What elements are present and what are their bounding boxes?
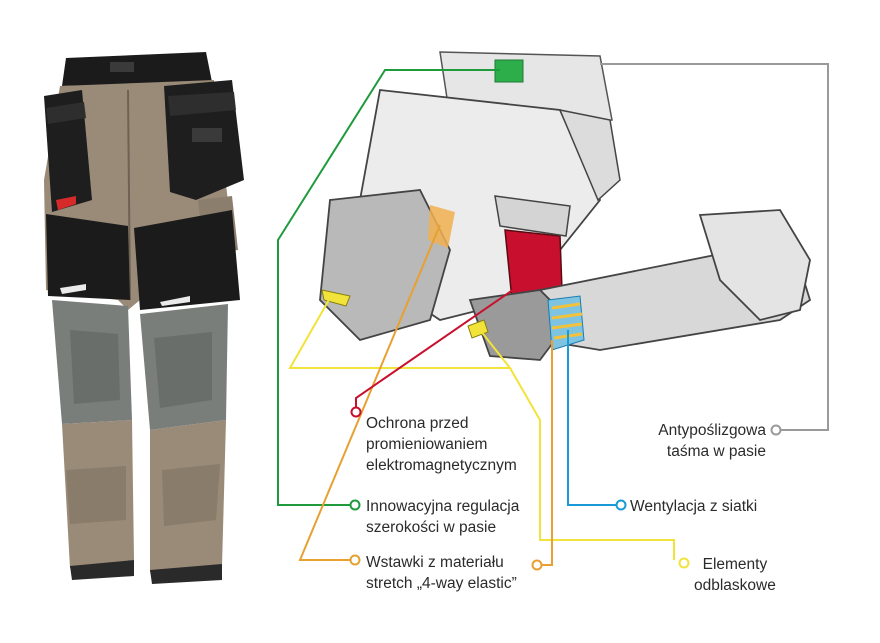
endpoint-emf [350, 406, 362, 418]
leader-line-stretch-1 [298, 224, 441, 561]
label-ventilation-line-1: Wentylacja z siatki [630, 498, 758, 515]
label-mesh-ventilation: Wentylacja z siatki [630, 496, 757, 517]
leader-line-stretch-2 [540, 340, 553, 566]
endpoint-reflective [678, 557, 690, 569]
label-reflective-line-1: Elementy [702, 556, 768, 573]
endpoint-antislip [770, 424, 782, 436]
label-stretch-inserts: Wstawki z materiału stretch „4-way elast… [366, 552, 517, 594]
trousers-product-image [44, 52, 244, 584]
label-waist-adjustment: Innowacyjna regulacja szerokości w pasie [366, 496, 519, 538]
label-stretch-line-1: Wstawki z materiału [366, 554, 504, 571]
label-waist-line-2: szerokości w pasie [366, 519, 497, 536]
label-emf-line-1: Ochrona przed [366, 415, 469, 432]
label-antislip-line-2: taśma w pasie [666, 443, 766, 460]
label-emf-protection: Ochrona przed promieniowaniem elektromag… [366, 413, 517, 476]
label-emf-line-2: promieniowaniem [366, 436, 488, 453]
label-antislip-line-1: Antypoślizgowa [658, 422, 766, 439]
leader-line-antislip [600, 63, 829, 431]
label-antislip-tape: Antypoślizgowa taśma w pasie [658, 420, 766, 462]
label-reflective-elements: Elementy odblaskowe [694, 554, 776, 596]
endpoint-stretch-right [531, 559, 543, 571]
label-waist-line-1: Innowacyjna regulacja [366, 498, 520, 515]
leader-line-emf [355, 284, 521, 410]
leader-line-waist [277, 69, 500, 506]
label-stretch-line-2: stretch „4-way elastic” [366, 575, 517, 592]
label-reflective-line-2: odblaskowe [694, 577, 776, 594]
endpoint-waist [349, 499, 361, 511]
kneeling-figure-sketch [319, 51, 812, 361]
leader-line-ventilation [567, 330, 617, 506]
endpoint-ventilation [615, 499, 627, 511]
label-emf-line-3: elektromagnetycznym [366, 457, 517, 474]
leader-endpoints [349, 406, 782, 571]
leader-lines [277, 63, 829, 566]
endpoint-stretch-left [349, 554, 361, 566]
leader-line-reflective-2 [509, 367, 675, 560]
